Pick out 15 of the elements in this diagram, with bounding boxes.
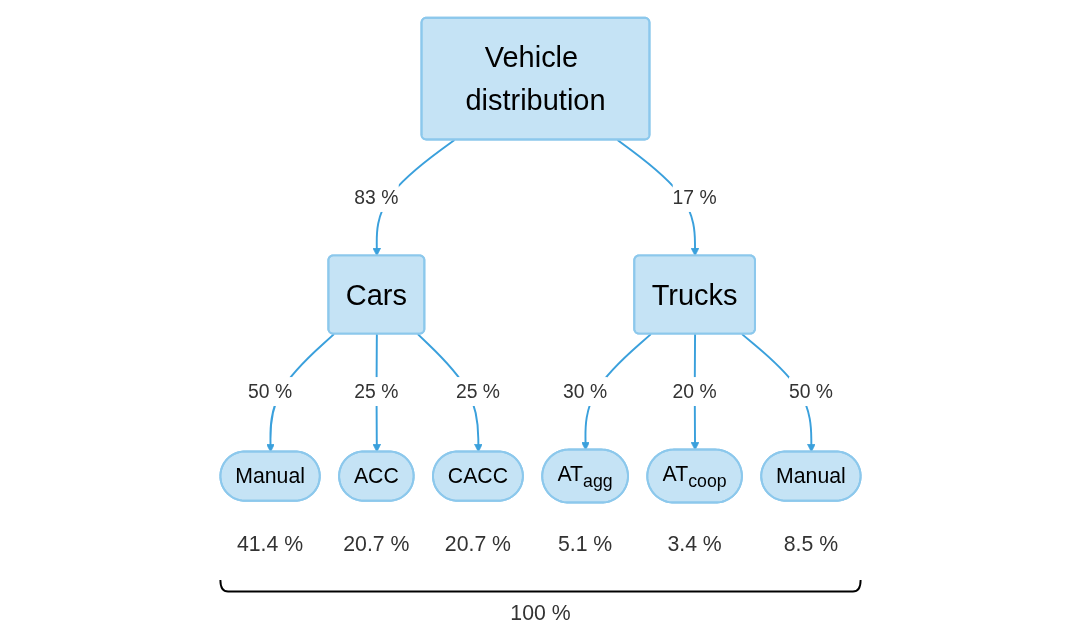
edge-label: 17 %	[672, 186, 717, 209]
edge-label: 25 %	[354, 380, 399, 403]
edge-label: 30 %	[563, 380, 608, 403]
edge-label: 50 %	[788, 380, 833, 403]
percentage-label: 41.4 %	[237, 531, 304, 556]
percentage-label: 20.7 %	[444, 531, 511, 556]
edge-label: 83 %	[354, 186, 399, 209]
percentage-label: 8.5 %	[783, 531, 839, 556]
percentage-label: 20.7 %	[343, 531, 410, 556]
edge-label: 25 %	[455, 380, 500, 403]
percentage-label: 5.1 %	[557, 531, 613, 556]
edge-label: 20 %	[672, 380, 717, 403]
edge-label: 50 %	[248, 380, 293, 403]
percentage-label: 3.4 %	[667, 531, 722, 556]
total-label: 100 %	[510, 601, 571, 626]
